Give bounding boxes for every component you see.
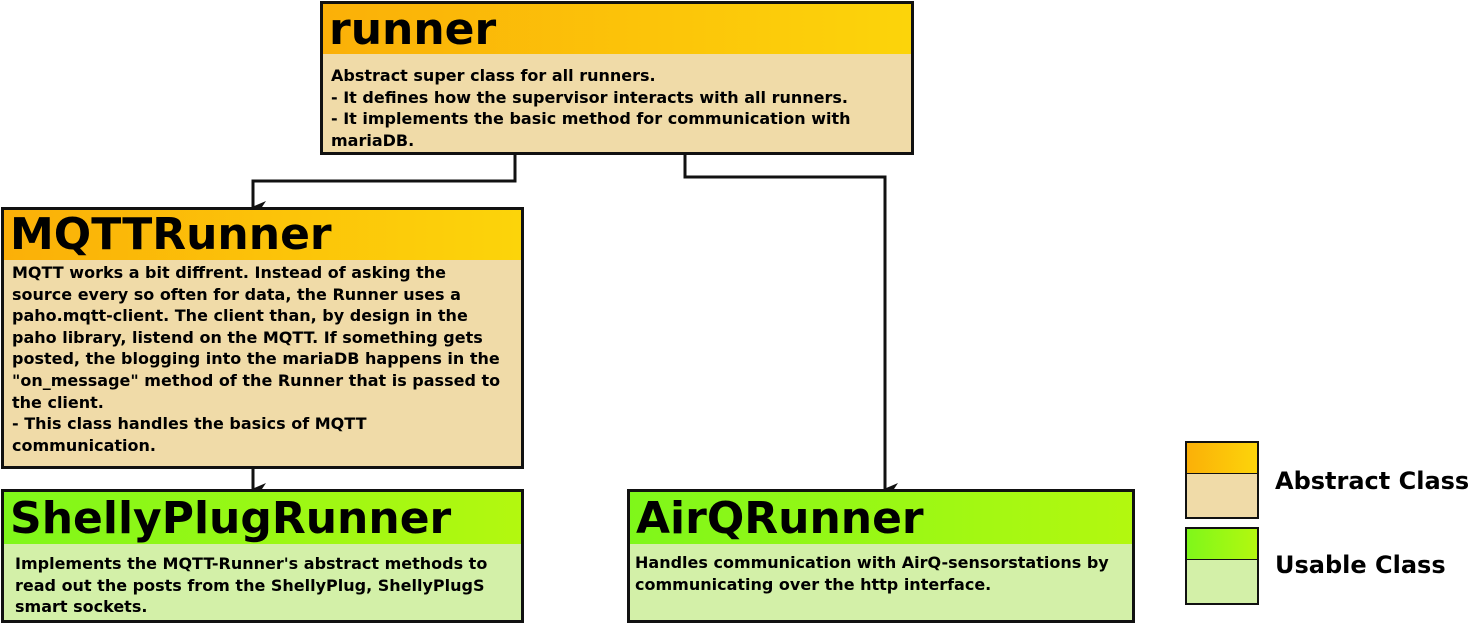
class-title-mqttrunner: MQTTRunner — [10, 210, 332, 260]
class-box-runner: runner Abstract super class for all runn… — [320, 1, 914, 155]
class-header-airqrunner: AirQRunner — [630, 492, 1132, 546]
class-box-airqrunner: AirQRunner Handles communication with Ai… — [627, 489, 1135, 623]
arrow-runner-to-airqrunner — [683, 155, 898, 495]
legend-abstract-swatch-header — [1187, 443, 1257, 474]
legend-usable-swatch-header — [1187, 529, 1257, 560]
legend-usable-swatch — [1185, 527, 1259, 605]
class-header-runner: runner — [323, 4, 911, 56]
class-box-shellyplugrunner: ShellyPlugRunner Implements the MQTT-Run… — [1, 489, 524, 623]
class-title-runner: runner — [329, 4, 497, 55]
legend-usable-swatch-body — [1187, 560, 1257, 603]
legend-usable-label: Usable Class — [1275, 551, 1446, 579]
legend-abstract-label: Abstract Class — [1275, 467, 1470, 495]
class-header-mqttrunner: MQTTRunner — [4, 210, 521, 262]
class-header-shellyplugrunner: ShellyPlugRunner — [4, 492, 521, 546]
class-description-shellyplugrunner: Implements the MQTT-Runner's abstract me… — [4, 544, 521, 620]
class-description-runner: Abstract super class for all runners. - … — [323, 54, 911, 152]
legend-abstract-swatch — [1185, 441, 1259, 519]
class-description-airqrunner: Handles communication with AirQ-sensorst… — [630, 544, 1132, 620]
class-description-mqttrunner: MQTT works a bit diffrent. Instead of as… — [4, 260, 521, 466]
class-title-airqrunner: AirQRunner — [636, 493, 924, 544]
class-title-shellyplugrunner: ShellyPlugRunner — [10, 493, 452, 544]
class-box-mqttrunner: MQTTRunner MQTT works a bit diffrent. In… — [1, 207, 524, 469]
legend-abstract-swatch-body — [1187, 474, 1257, 517]
arrow-runner-to-mqttrunner — [251, 155, 517, 213]
